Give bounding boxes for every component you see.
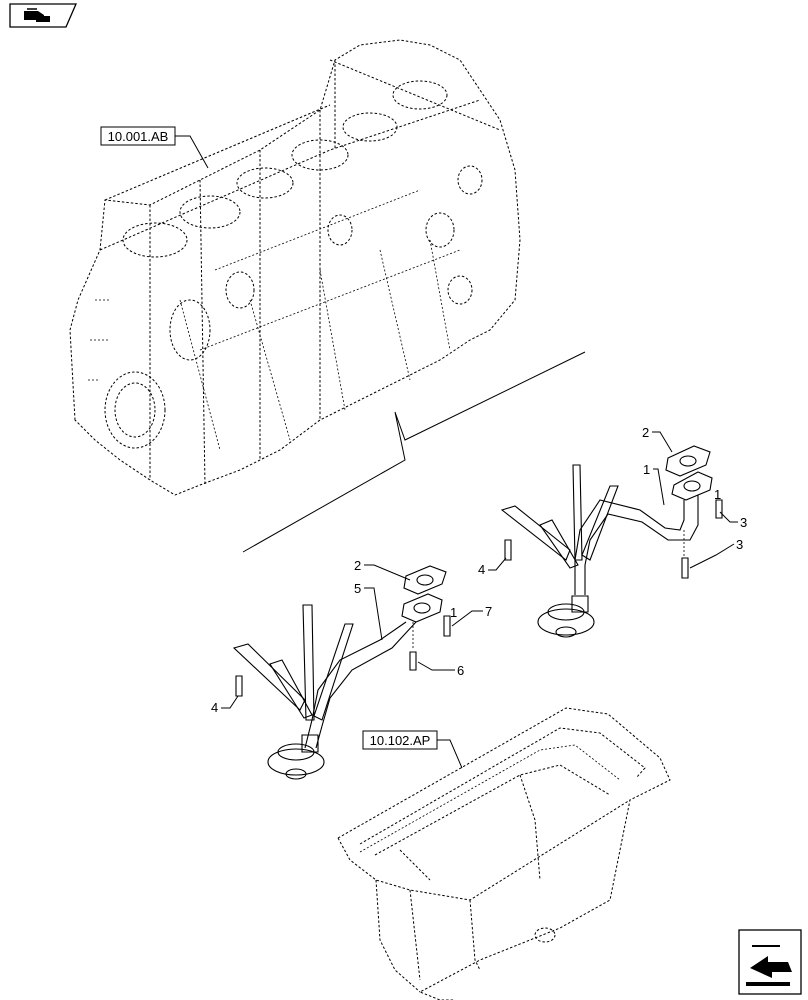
callout-upper-2: 2	[642, 425, 649, 440]
lower-oil-pickup-drawing	[232, 565, 451, 780]
marker-lower-1: 1	[450, 605, 457, 620]
oil-pan-drawing	[337, 707, 671, 1000]
break-line	[242, 351, 586, 553]
callout-lower-7: 7	[485, 604, 492, 619]
callout-lower-5: 5	[354, 581, 361, 596]
callout-lower-4: 4	[211, 700, 218, 715]
reference-oil-pan-label: 10.102.AP	[370, 733, 431, 748]
callout-lower-6: 6	[457, 663, 464, 678]
upper-oil-pickup-drawing	[500, 445, 723, 638]
book-hand-icon	[24, 8, 50, 22]
reference-engine-block-label: 10.001.AB	[108, 129, 169, 144]
marker-upper-1: 1	[714, 487, 721, 502]
callout-upper-4: 4	[478, 562, 485, 577]
callout-upper-3a: 3	[740, 515, 747, 530]
top-nav-button[interactable]	[9, 3, 77, 28]
callout-lower-2: 2	[354, 558, 361, 573]
reference-engine-block[interactable]: 10.001.AB	[100, 126, 176, 146]
arrow-return-icon	[746, 945, 792, 986]
callouts-upper: 2 1 3 3 4 1	[478, 425, 747, 577]
callout-upper-1: 1	[643, 462, 650, 477]
callouts-lower: 2 5 7 6 4 1	[211, 558, 492, 715]
bottom-nav-button[interactable]	[738, 929, 802, 995]
callout-upper-3b: 3	[736, 537, 743, 552]
reference-oil-pan[interactable]: 10.102.AP	[362, 730, 438, 750]
engine-block-drawing	[69, 39, 521, 496]
